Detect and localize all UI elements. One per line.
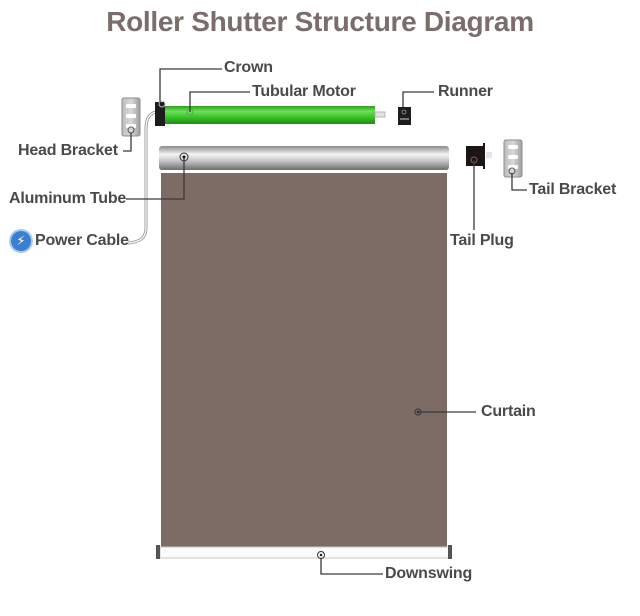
crown <box>155 100 166 126</box>
label-crown: Crown <box>224 59 273 76</box>
tail-bracket <box>503 139 523 178</box>
label-downswing: Downswing <box>385 565 473 582</box>
curtain <box>161 173 447 547</box>
head-bracket <box>121 97 141 137</box>
tail-plug <box>466 143 492 169</box>
diagram-title: Roller Shutter Structure Diagram <box>106 6 534 37</box>
runner <box>398 107 411 125</box>
label-aluminum-tube: Aluminum Tube <box>9 190 127 207</box>
label-head-bracket: Head Bracket <box>18 142 118 159</box>
label-runner: Runner <box>438 83 493 100</box>
aluminum-tube <box>159 146 449 170</box>
downswing-bar <box>156 545 452 559</box>
leader-lines <box>123 68 527 575</box>
label-tubular-motor: Tubular Motor <box>252 83 356 100</box>
lightning-bolt-icon: ⚡ <box>11 231 31 251</box>
label-tail-bracket: Tail Bracket <box>529 181 617 198</box>
label-tail-plug: Tail Plug <box>450 232 514 249</box>
tubular-motor <box>165 106 386 124</box>
label-power-cable: Power Cable <box>35 232 129 249</box>
label-curtain: Curtain <box>481 403 536 420</box>
